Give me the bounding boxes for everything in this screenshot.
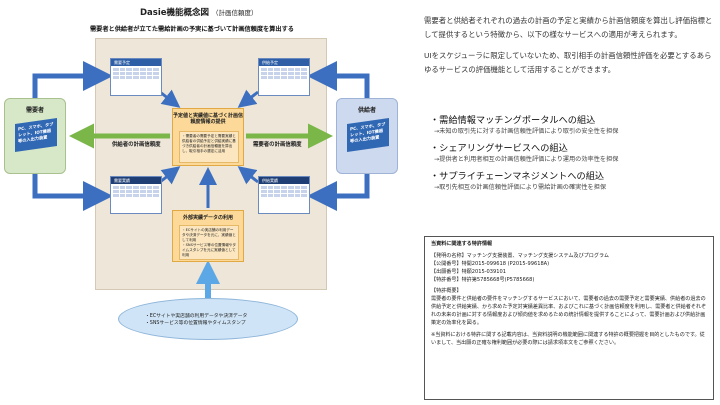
reliability-panel: 予定値と実績値に基づく計画信頼度情報の提供 ・需要者の需要予定と需要実績と供給者… xyxy=(172,108,244,166)
cloud-line-1: ・ECサイトや実店舗の利用データや決済データ xyxy=(145,314,248,319)
arrow-buyer-to-actual xyxy=(32,174,113,211)
buyer-panel: 需要者 PC、スマホ、タブレット、IOT機器等の入出力装置 xyxy=(4,98,66,174)
description-paragraph-2: UIをスケジューラに限定していないため、取引相手の計画信頼性評価を必要とするあら… xyxy=(424,50,712,75)
diagram-title: Dasie機能概念図 （計画信頼度） xyxy=(140,6,258,18)
reliability-body: ・需要者の需要予定と需要実績と供給者の供給予定と供給実績に基づき供給者の計画信頼… xyxy=(179,131,239,163)
patent-info-box: 当資料に関連する特許情報 【発明の名称】マッチング支援装置、マッチング支援システ… xyxy=(424,236,714,400)
calendar-header: 需要予定 xyxy=(111,59,161,66)
arrow-br-center xyxy=(237,166,259,185)
calendar-header: 供給実績 xyxy=(259,177,309,184)
external-data-panel: 外部実績データの利用 ・ECサイトの実店舗の利用データや決済データを元に、実績値… xyxy=(172,210,244,262)
eval-buyer-label: 需要者の計画信頼度 xyxy=(253,142,302,148)
diagram-title-text: Dasie機能概念図 xyxy=(140,8,210,18)
external-title: 外部実績データの利用 xyxy=(182,215,233,221)
bullet-detail: →取引先相互の計画信頼性評価により需給計画の確実性を担保 xyxy=(434,184,607,191)
arrow-tr-center xyxy=(237,89,259,108)
diagram-arrows xyxy=(32,61,370,298)
supplier-label: 供給者 xyxy=(357,107,376,114)
external-body: ・ECサイトの実店舗の利用データや決済データを元に、実績値として利用 ・SNSサ… xyxy=(179,225,239,260)
diagram-title-note: （計画信頼度） xyxy=(212,9,258,17)
calendar-header: 需要実績 xyxy=(111,177,161,184)
patent-summary-heading: 【特許概要】 xyxy=(431,288,462,295)
arrow-supplier-to-plan xyxy=(307,61,370,98)
reliability-title: 予定値と実績値に基づく計画信頼度情報の提供 xyxy=(173,113,244,126)
supplier-panel: 供給者 PC、スマホ、タブレット、IOT機器等の入出力装置 xyxy=(336,98,398,174)
buyer-label: 需要者 xyxy=(25,107,44,114)
buyer-device: PC、スマホ、タブレット、IOT機器等の入出力装置 xyxy=(15,118,57,152)
patent-number: 【特許番号】特許第5785668号(P5785668) xyxy=(431,276,535,283)
patent-summary: 需要者の要件と供給者の要件をマッチングするサービスにおいて、需要者の過去の需要予… xyxy=(431,296,707,327)
external-data-cloud: ・ECサイトや実店舗の利用データや決済データ ・SNSサービス等の位置情報やタイ… xyxy=(118,298,298,340)
bullet-heading: ・需給情報マッチングポータルへの組込 xyxy=(430,115,596,126)
bullet-detail: →未知の取引先に対する計画信頼性評価により取引の安全性を担保 xyxy=(434,128,619,135)
eval-supplier-label: 供給者の計画信頼度 xyxy=(112,142,161,148)
patent-name: 【発明の名称】マッチング支援装置、マッチング支援システム及びプログラム xyxy=(431,252,609,259)
calendar-supply-plan: 供給予定 xyxy=(258,58,310,96)
bullet-detail: →提供者と利用者相互の計画信頼性評価により運用の効率性を担保 xyxy=(434,156,619,163)
arrow-buyer-to-plan xyxy=(32,61,113,98)
arrow-supplier-to-actual xyxy=(307,174,370,211)
patent-publication: 【公開番号】特開2015-099618 (P2015-99618A) xyxy=(431,260,550,267)
patent-application: 【出願番号】特願2015-039101 xyxy=(431,268,506,275)
arrow-tl-center xyxy=(159,89,181,108)
cloud-line-2: ・SNSサービス等の位置情報やタイムスタンプ xyxy=(145,321,246,327)
bullet-heading: ・サプライチェーンマネジメントへの組込 xyxy=(430,171,605,182)
calendar-supply-actual: 供給実績 xyxy=(258,176,310,214)
bullet-item: ・需給情報マッチングポータルへの組込 →未知の取引先に対する計画信頼性評価により… xyxy=(430,112,715,135)
bullet-item: ・シェアリングサービスへの組込 →提供者と利用者相互の計画信頼性評価により運用の… xyxy=(430,140,715,163)
calendar-demand-plan: 需要予定 xyxy=(110,58,162,96)
description: 需要者と供給者それぞれの過去の計画の予定と実績から計画信頼度を算出し評価指標とし… xyxy=(424,14,714,84)
bullet-item: ・サプライチェーンマネジメントへの組込 →取引先相互の計画信頼性評価により需給計… xyxy=(430,168,715,191)
bullet-heading: ・シェアリングサービスへの組込 xyxy=(430,143,568,154)
calendar-demand-actual: 需要実績 xyxy=(110,176,162,214)
description-paragraph-1: 需要者と供給者それぞれの過去の計画の予定と実績から計画信頼度を算出し評価指標とし… xyxy=(424,16,713,40)
diagram-subtitle: 需要者と供給者が立てた需給計画の予実に基づいて計画信頼度を算出する xyxy=(90,26,294,33)
patent-note: ※当資料における特許に関する記載内容は、当資料説明の機能範囲に関連する特許の概要… xyxy=(431,331,705,346)
arrow-bl-center xyxy=(159,166,181,185)
patent-header: 当資料に関連する特許情報 xyxy=(431,241,493,247)
calendar-header: 供給予定 xyxy=(259,59,309,66)
supplier-device: PC、スマホ、タブレット、IOT機器等の入出力装置 xyxy=(347,118,389,152)
